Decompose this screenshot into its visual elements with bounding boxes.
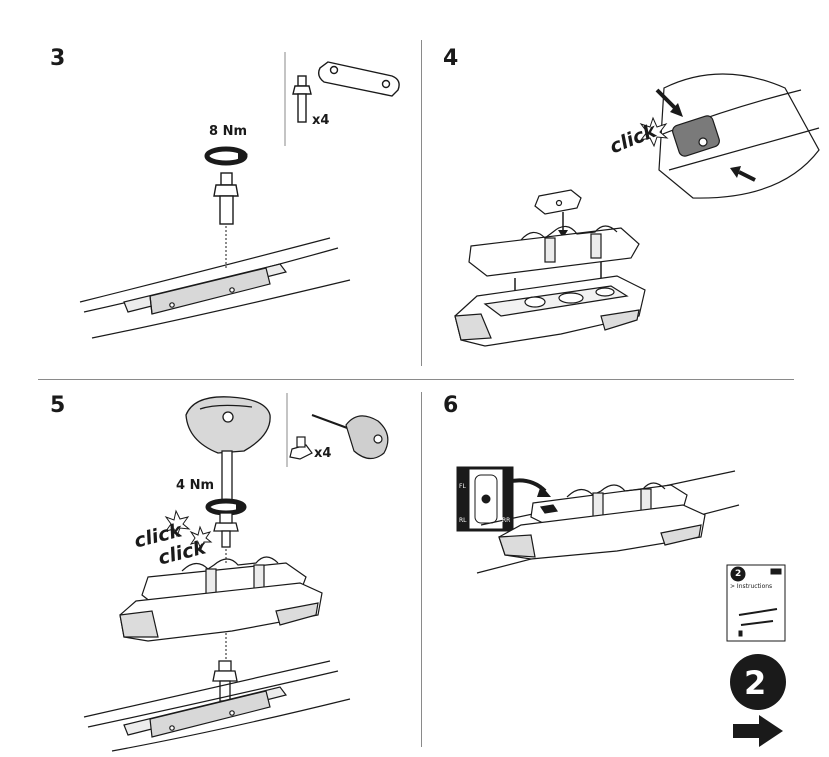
instructions-booklet	[726, 564, 786, 642]
rotate-arrow-icon	[205, 498, 247, 516]
step-5-quantity-label: x4	[314, 446, 332, 461]
roof-rail	[83, 660, 351, 752]
booklet-text: > Instructions	[730, 583, 773, 590]
foot-assembly	[498, 482, 706, 560]
click-burst-icon	[189, 525, 213, 551]
roof-rail	[79, 237, 351, 339]
bolt-icon	[292, 75, 312, 123]
right-arrow-icon	[733, 715, 783, 747]
next-page-number[interactable]: 2	[744, 664, 767, 702]
corner-label-rl: RL	[459, 517, 467, 524]
booklet-badge: 2	[735, 569, 742, 579]
step-4-number: 4	[443, 46, 459, 71]
step-4-illustration	[454, 73, 820, 347]
bolt-icon	[212, 660, 238, 702]
horizontal-divider	[38, 379, 794, 380]
vertical-divider-bottom	[421, 392, 422, 747]
corner-label-fl: FL	[459, 483, 466, 490]
rubber-pad	[468, 225, 640, 277]
step-6-number: 6	[443, 393, 459, 418]
arrow-icon	[655, 88, 756, 182]
foot-base	[454, 275, 646, 347]
step-3-panel: 3	[0, 0, 421, 379]
step-3-torque-label: 8 Nm	[209, 124, 247, 139]
clip-part	[534, 189, 582, 215]
nut-icon	[289, 436, 313, 460]
tool-icon	[185, 396, 271, 502]
click-burst-icon	[164, 509, 191, 538]
step-4-panel: 4	[421, 0, 829, 379]
step-5-panel: 5	[0, 379, 421, 757]
plate-icon	[317, 61, 400, 97]
corner-label-rr: RR	[502, 517, 511, 524]
step-6-illustration	[456, 466, 786, 747]
bolt-icon	[213, 172, 239, 225]
bolt-icon	[213, 512, 239, 548]
step-5-illustration	[83, 393, 389, 752]
step-5-torque-label: 4 Nm	[176, 478, 214, 493]
detail-inset	[652, 73, 820, 199]
foot-assembly	[119, 556, 323, 642]
vertical-divider-top	[421, 40, 422, 366]
step-6-panel: 6	[421, 379, 829, 757]
click-burst-icon	[639, 116, 669, 148]
tool-icon	[311, 414, 389, 460]
rotate-arrow-icon	[204, 146, 248, 166]
step-3-number: 3	[50, 46, 66, 71]
next-page-circle	[730, 654, 786, 710]
step-3-quantity-label: x4	[312, 113, 330, 128]
step-5-number: 5	[50, 393, 66, 418]
step-3-illustration	[79, 52, 400, 339]
